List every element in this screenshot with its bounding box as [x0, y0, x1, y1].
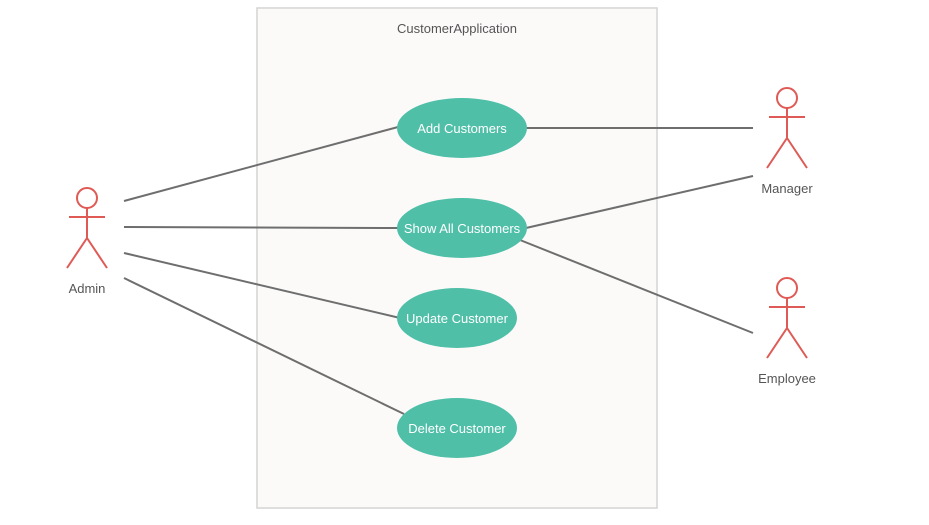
actor-label-manager: Manager [761, 181, 813, 196]
use-case-label: Add Customers [417, 121, 507, 136]
use-case-update-customer[interactable]: Update Customer [397, 288, 517, 348]
use-case-ellipse [397, 288, 517, 348]
use-case-ellipse [397, 398, 517, 458]
use-case-label: Show All Customers [404, 221, 521, 236]
actor-employee[interactable]: Employee [758, 277, 816, 386]
use-case-add-customers[interactable]: Add Customers [397, 98, 527, 158]
use-case-label: Delete Customer [408, 421, 506, 436]
use-case-label: Update Customer [406, 311, 509, 326]
use-case-show-all-customers[interactable]: Show All Customers [397, 198, 527, 258]
actor-admin[interactable]: Admin [66, 187, 108, 296]
use-case-delete-customer[interactable]: Delete Customer [397, 398, 517, 458]
actor-figure-icon [66, 187, 108, 269]
use-case-ellipse [397, 98, 527, 158]
association-employee-show [519, 239, 754, 334]
association-admin-update [123, 252, 401, 319]
actor-figure-icon [766, 277, 808, 359]
actor-label-employee: Employee [758, 371, 816, 386]
association-admin-show [123, 226, 399, 229]
actor-manager[interactable]: Manager [761, 87, 813, 196]
use-case-ellipse [397, 198, 527, 258]
system-title: CustomerApplication [397, 21, 517, 36]
actor-label-admin: Admin [69, 281, 106, 296]
actor-figure-icon [766, 87, 808, 169]
association-admin-delete [123, 277, 405, 415]
association-manager-show [525, 175, 754, 229]
associations [123, 126, 754, 415]
association-admin-add [123, 126, 399, 202]
